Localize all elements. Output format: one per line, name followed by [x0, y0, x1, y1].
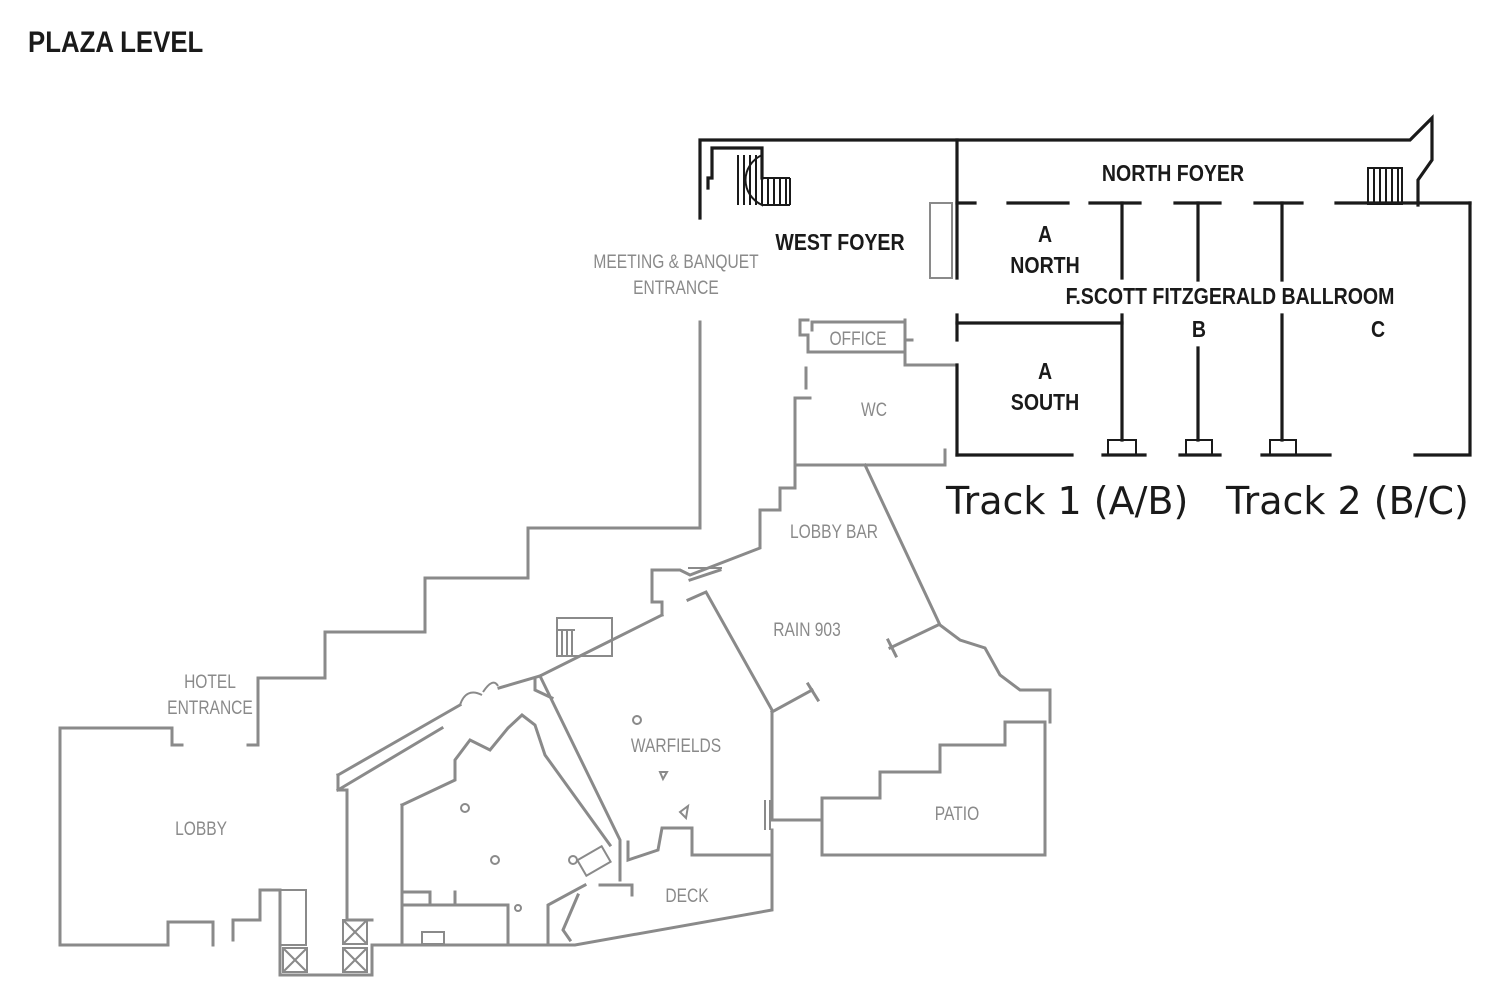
meeting-banquet-entrance-label: MEETING & BANQUET [593, 251, 759, 273]
a-north-label-2: NORTH [1010, 253, 1079, 279]
patio-label: PATIO [935, 803, 979, 825]
map-title: PLAZA LEVEL [28, 25, 203, 58]
a-south-label-2: SOUTH [1011, 390, 1079, 416]
ballroom-label: F.SCOTT FITZGERALD BALLROOM [1066, 284, 1395, 310]
west-foyer-label: WEST FOYER [775, 230, 904, 256]
track-labels: Track 1 (A/B) Track 2 (B/C) [945, 479, 1469, 523]
meeting-banquet-entrance-label-2: ENTRANCE [633, 277, 719, 299]
gray-walls [58, 202, 1052, 977]
section-c-label: C [1371, 317, 1385, 343]
a-north-label: A [1038, 222, 1052, 248]
north-foyer-label: NORTH FOYER [1102, 161, 1244, 187]
hotel-entrance-label-2: ENTRANCE [167, 697, 253, 719]
rain-903-label: RAIN 903 [773, 619, 840, 641]
track-1-label: Track 1 (A/B) [945, 479, 1188, 523]
lobby-bar-label: LOBBY BAR [790, 521, 878, 543]
hotel-entrance-label: HOTEL [184, 671, 236, 693]
a-south-label: A [1038, 359, 1052, 385]
office-label: OFFICE [829, 328, 886, 350]
lobby-label: LOBBY [175, 818, 227, 840]
room-labels: NORTH FOYER WEST FOYER MEETING & BANQUET… [167, 161, 1394, 907]
wc-label: WC [861, 399, 887, 421]
section-b-label: B [1192, 317, 1206, 343]
warfields-label: WARFIELDS [631, 735, 721, 757]
deck-label: DECK [665, 885, 709, 907]
ballroom-walls [698, 114, 1472, 457]
track-2-label: Track 2 (B/C) [1225, 479, 1469, 523]
